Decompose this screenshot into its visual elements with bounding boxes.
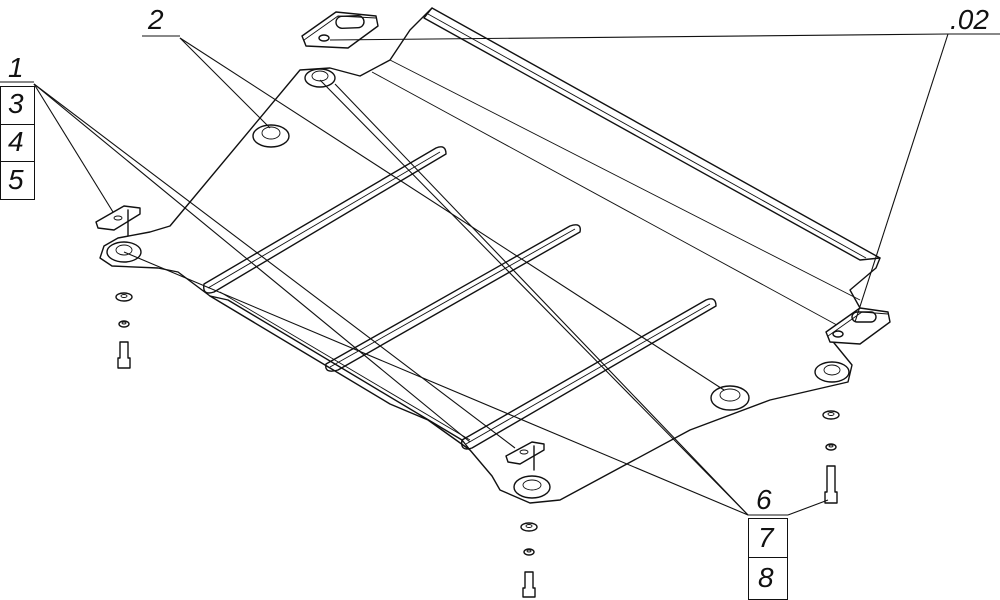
fastener-bottom: [520, 522, 538, 598]
callout-3: 3: [8, 88, 24, 119]
hole-bottom: [513, 475, 551, 499]
clip-left: [95, 205, 141, 237]
callout-2: 2: [148, 4, 164, 35]
leader-1-to-hole: [33, 83, 471, 443]
leader-6-to-hole-left: [123, 251, 749, 516]
callout-5: 5: [8, 164, 24, 195]
rib-1-edge: [207, 151, 441, 289]
leader-lines: [0, 33, 1000, 516]
mounting-holes: [106, 68, 850, 499]
hole-right: [814, 361, 850, 383]
rib-2: [325, 224, 581, 372]
clip-bottom: [505, 441, 545, 471]
callout-stack-right-row: [748, 518, 788, 558]
callout-1: 1: [8, 52, 24, 83]
leader-6-to-hole-top: [319, 79, 749, 516]
leader-1-to-clip-left: [33, 83, 114, 213]
fastener-right: [822, 410, 840, 504]
rib-1: [203, 146, 447, 294]
plate-flange-line-1: [427, 13, 867, 259]
fastener-left: [115, 292, 133, 369]
plate-flange-line-3: [389, 59, 861, 301]
plate-flange-line-2: [371, 71, 847, 331]
callout-8: 8: [758, 562, 774, 593]
hole-upper-middle: [252, 124, 290, 148]
leader-1-to-clip-bottom: [33, 83, 516, 449]
hole-right-center: [710, 385, 750, 411]
rib-3-edge: [465, 303, 711, 445]
rib-2-edge: [329, 228, 576, 368]
callout-7: 7: [758, 522, 774, 553]
rib-3: [461, 298, 717, 450]
bracket-top: [301, 11, 379, 49]
callout-4: 4: [8, 126, 24, 157]
leader-02-to-bracket-top: [329, 33, 949, 41]
stiffener-ribs: [203, 146, 717, 450]
leader-6-to-hole-mid: [334, 83, 749, 516]
hole-left: [106, 241, 142, 263]
callout-6: 6: [756, 484, 772, 515]
leader-02-to-bracket-right: [854, 33, 949, 323]
plate-front-flange: [423, 7, 881, 261]
leader-6-to-bolt-right: [787, 499, 829, 516]
leader-2-to-hole-upper: [179, 37, 271, 129]
plate-rear-edge: [209, 295, 471, 451]
hole-top-left: [304, 68, 336, 88]
callout-stack-left-row: [0, 124, 35, 162]
callout-02: .02: [950, 4, 989, 35]
